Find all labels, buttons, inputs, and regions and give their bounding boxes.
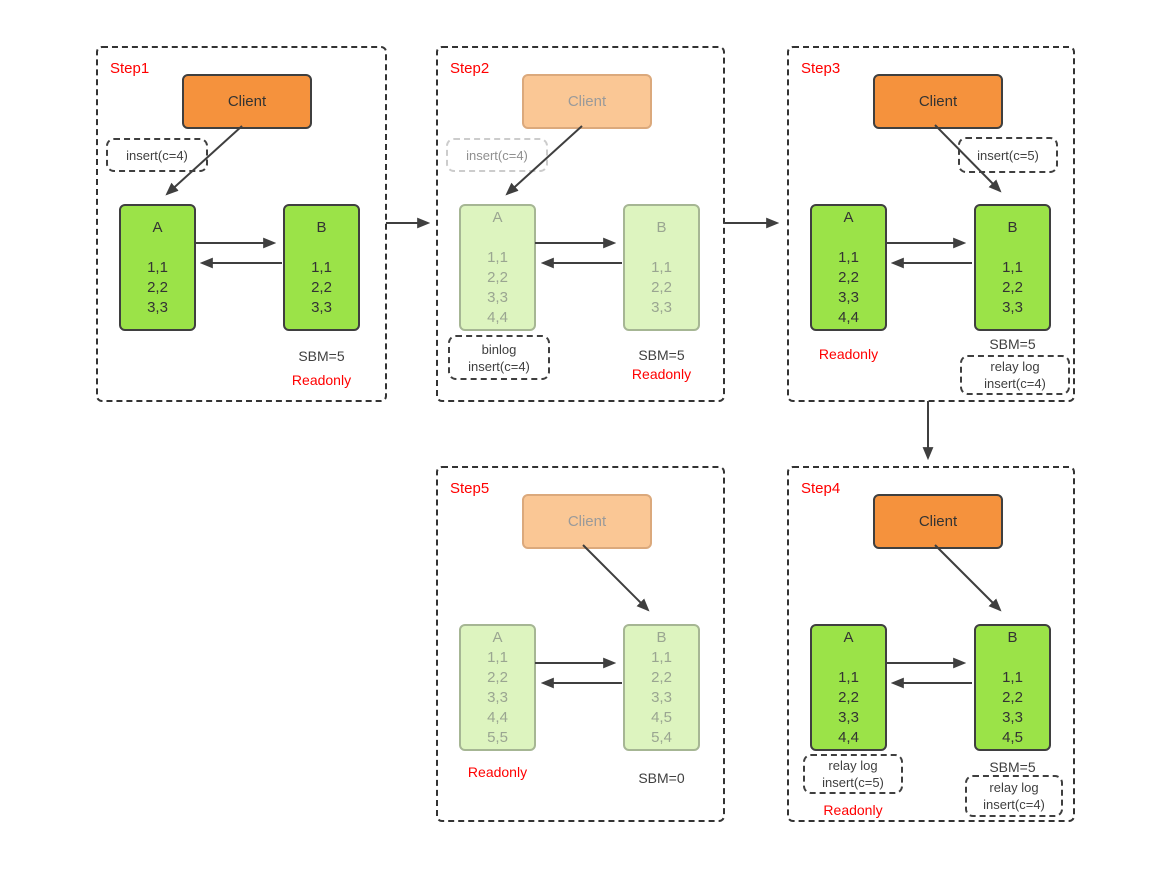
step3-node-b: B 1,1 2,2 3,3 [974, 204, 1051, 331]
node-row: 1,1 [147, 258, 168, 276]
step4-readonly-label: Readonly [823, 802, 883, 818]
step3-title: Step3 [801, 60, 841, 77]
node-row: 2,2 [651, 278, 672, 296]
relay-note-line1: relay log [828, 758, 878, 773]
node-row: 1,1 [651, 258, 672, 276]
step4-sbm-label: SBM=5 [989, 759, 1036, 775]
node-row: 1,1 [651, 648, 672, 666]
step2-node-b: B 1,1 2,2 3,3 [623, 204, 700, 331]
node-row: 1,1 [487, 648, 508, 666]
step3-client-box: Client [873, 74, 1003, 129]
step2-title: Step2 [450, 60, 490, 77]
node-row: 3,3 [487, 288, 508, 306]
node-row: 2,2 [487, 668, 508, 686]
panel-step2: Step2 Client insert(c=4) A 1,1 2,2 3,3 4… [436, 46, 725, 402]
node-row: 2,2 [147, 278, 168, 296]
node-row: 1,1 [1002, 668, 1023, 686]
panel-step4: Step4 Client A 1,1 2,2 3,3 4,4 B 1,1 2,2… [787, 466, 1075, 822]
step4-relay-log-note-a: relay log insert(c=5) [803, 754, 903, 794]
step1-title: Step1 [110, 60, 150, 77]
node-a-label: A [843, 628, 854, 646]
binlog-note-line2: insert(c=4) [468, 358, 530, 374]
node-row: 3,3 [838, 708, 859, 726]
node-b-label: B [316, 218, 327, 236]
relay-note-line2: insert(c=5) [822, 775, 884, 790]
node-row: 4,4 [838, 308, 859, 326]
step2-readonly-label: Readonly [631, 366, 692, 382]
step5-sbm-label: SBM=0 [638, 770, 685, 786]
node-a-label: A [492, 628, 503, 646]
node-row: 3,3 [1002, 298, 1023, 316]
node-row: 4,5 [651, 708, 672, 726]
relay-note-line1: relay log [990, 359, 1040, 374]
node-row: 2,2 [651, 668, 672, 686]
node-row: 3,3 [487, 688, 508, 706]
step1-client-box: Client [182, 74, 312, 129]
step2-binlog-note: binlog insert(c=4) [448, 335, 550, 380]
node-row: 1,1 [311, 258, 332, 276]
step3-insert-note: insert(c=5) [958, 137, 1058, 173]
step2-client-box: Client [522, 74, 652, 129]
node-row: 3,3 [651, 688, 672, 706]
node-row: 2,2 [1002, 688, 1023, 706]
step3-readonly-label: Readonly [818, 346, 879, 362]
node-row: 3,3 [1002, 708, 1023, 726]
step2-sbm-label: SBM=5 [638, 347, 685, 363]
node-row: 1,1 [1002, 258, 1023, 276]
node-row: 2,2 [311, 278, 332, 296]
node-row: 5,5 [487, 728, 508, 746]
node-row: 2,2 [838, 268, 859, 286]
step5-readonly-label: Readonly [467, 764, 528, 780]
node-b-label: B [1007, 218, 1018, 236]
step1-node-b: B 1,1 2,2 3,3 [283, 204, 360, 331]
step4-node-b: B 1,1 2,2 3,3 4,5 [974, 624, 1051, 751]
node-row: 4,4 [838, 728, 859, 746]
step4-client-box: Client [873, 494, 1003, 549]
node-b-label: B [656, 218, 667, 236]
step5-node-a: A 1,1 2,2 3,3 4,4 5,5 [459, 624, 536, 751]
step2-node-a: A 1,1 2,2 3,3 4,4 [459, 204, 536, 331]
node-a-label: A [492, 208, 503, 226]
panel-step1: Step1 Client insert(c=4) A 1,1 2,2 3,3 B… [96, 46, 387, 402]
node-a-label: A [843, 208, 854, 226]
panel-step5: Step5 Client A 1,1 2,2 3,3 4,4 5,5 B 1,1… [436, 466, 725, 822]
node-row: 4,4 [487, 308, 508, 326]
step1-insert-note: insert(c=4) [106, 138, 208, 172]
step4-relay-log-note-b: relay log insert(c=4) [965, 775, 1063, 817]
step5-title: Step5 [450, 480, 490, 497]
relay-note-line2: insert(c=4) [984, 376, 1046, 391]
node-row: 4,4 [487, 708, 508, 726]
node-row: 2,2 [1002, 278, 1023, 296]
step2-insert-note: insert(c=4) [446, 138, 548, 172]
node-row: 1,1 [838, 248, 859, 266]
node-b-label: B [656, 628, 667, 646]
step3-node-a: A 1,1 2,2 3,3 4,4 [810, 204, 887, 331]
node-row: 3,3 [147, 298, 168, 316]
node-a-label: A [152, 218, 163, 236]
step5-node-b: B 1,1 2,2 3,3 4,5 5,4 [623, 624, 700, 751]
relay-note-line2: insert(c=4) [983, 797, 1045, 812]
node-row: 3,3 [651, 298, 672, 316]
relay-note-line1: relay log [989, 780, 1039, 795]
step1-node-a: A 1,1 2,2 3,3 [119, 204, 196, 331]
step5-client-box: Client [522, 494, 652, 549]
node-row: 2,2 [487, 268, 508, 286]
step1-readonly-label: Readonly [291, 372, 352, 388]
node-row: 5,4 [651, 728, 672, 746]
step3-sbm-label: SBM=5 [989, 336, 1036, 352]
step3-relay-log-note: relay log insert(c=4) [960, 355, 1070, 395]
step4-title: Step4 [801, 480, 841, 497]
node-row: 4,5 [1002, 728, 1023, 746]
node-b-label: B [1007, 628, 1018, 646]
node-row: 1,1 [838, 668, 859, 686]
node-row: 2,2 [838, 688, 859, 706]
step1-sbm-label: SBM=5 [298, 348, 345, 364]
node-row: 3,3 [311, 298, 332, 316]
node-row: 3,3 [838, 288, 859, 306]
step4-node-a: A 1,1 2,2 3,3 4,4 [810, 624, 887, 751]
binlog-note-line1: binlog [481, 341, 517, 357]
node-row: 1,1 [487, 248, 508, 266]
panel-step3: Step3 Client insert(c=5) A 1,1 2,2 3,3 4… [787, 46, 1075, 402]
